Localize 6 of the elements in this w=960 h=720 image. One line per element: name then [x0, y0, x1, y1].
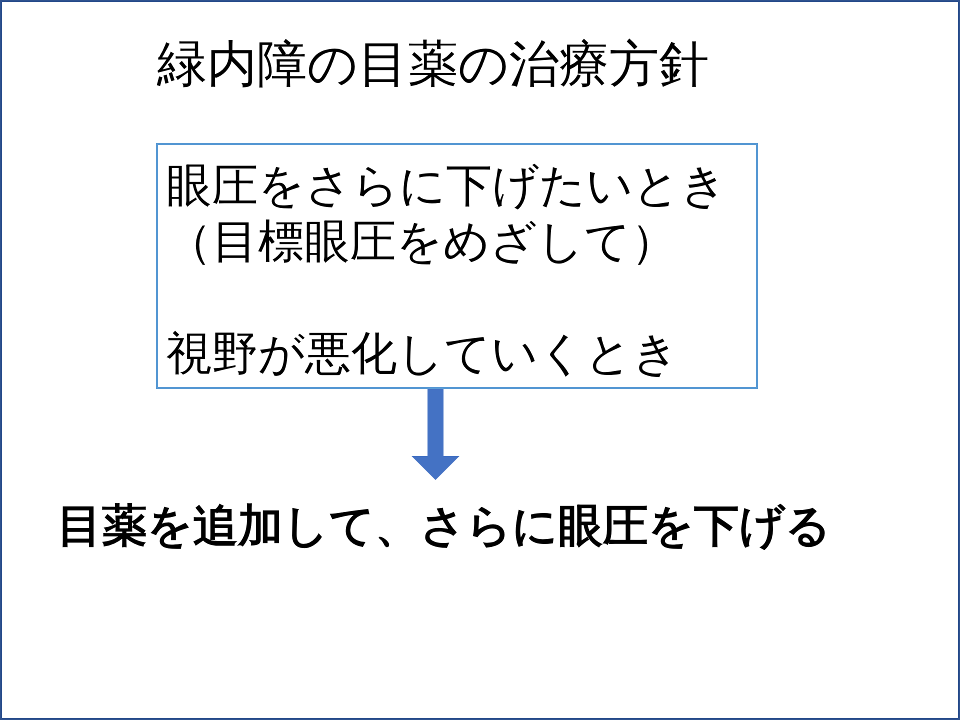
slide-title: 緑内障の目薬の治療方針	[157, 34, 709, 95]
result-text: 目薬を追加して、さらに眼圧を下げる	[57, 480, 897, 570]
condition-box	[156, 143, 758, 389]
block-arrow	[412, 389, 460, 480]
condition-text: 視野が悪化していくとき	[166, 325, 680, 381]
condition-text: 眼圧をさらに下げたいとき（目標眼圧をめざして）	[166, 157, 728, 269]
